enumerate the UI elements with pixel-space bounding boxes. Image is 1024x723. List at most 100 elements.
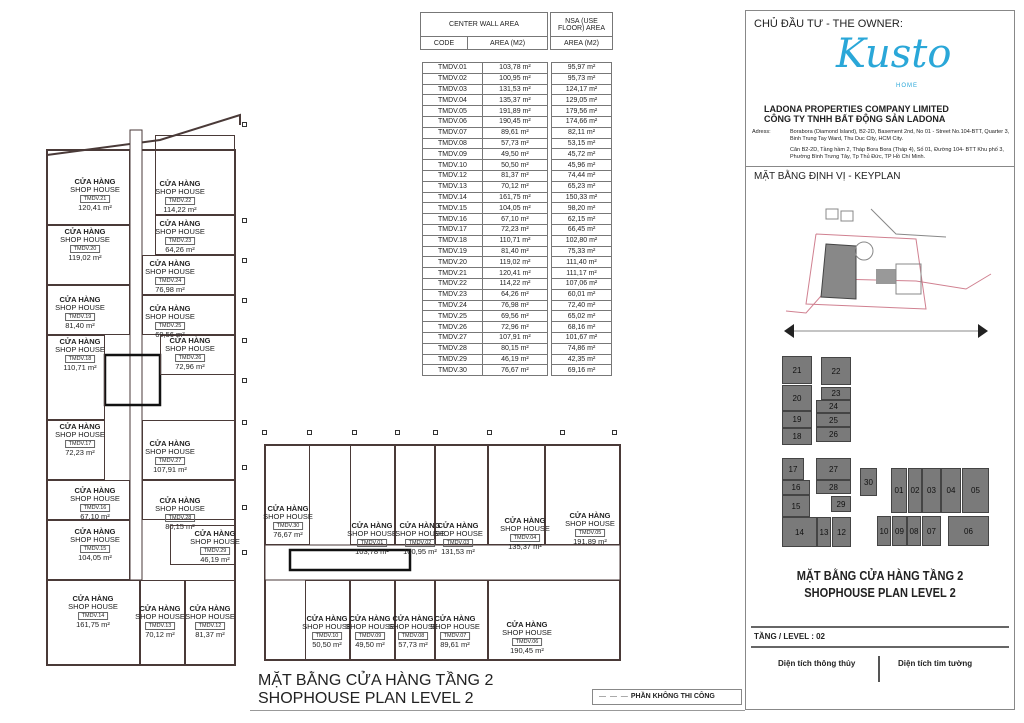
keyplan-unit: 01 bbox=[891, 468, 907, 513]
shop-unit[interactable] bbox=[170, 525, 235, 565]
unit-type-vn: CỬA HÀNG bbox=[392, 614, 434, 623]
keyplan-unit: 09 bbox=[892, 516, 907, 546]
nsa-table-header: NSA (USE FLOOR) AREA AREA (M2) bbox=[550, 12, 613, 50]
unit-area: 67,10 m² bbox=[80, 512, 110, 521]
shop-unit[interactable] bbox=[142, 420, 235, 480]
shop-unit[interactable] bbox=[305, 580, 350, 660]
unit-code: TMDV.08 bbox=[397, 632, 429, 640]
unit-nsa-area: 150,33 m² bbox=[551, 191, 612, 204]
keyplan-unit: 10 bbox=[877, 516, 891, 546]
shop-unit[interactable] bbox=[350, 580, 395, 660]
column-marker bbox=[262, 430, 267, 435]
unit-type-vn: CỬA HÀNG bbox=[64, 227, 106, 236]
shop-unit[interactable] bbox=[47, 520, 130, 580]
unit-nsa-area: 69,16 m² bbox=[551, 364, 612, 377]
unit-type-en: SHOP HOUSE bbox=[60, 235, 110, 244]
unit-type-en: SHOP HOUSE bbox=[565, 519, 615, 528]
unit-area: 81,37 m² bbox=[195, 630, 225, 639]
shop-unit[interactable] bbox=[435, 580, 488, 660]
unit-code: TMDV.21 bbox=[79, 195, 111, 203]
unit-area: 70,12 m² bbox=[481, 180, 549, 193]
shop-unit[interactable] bbox=[47, 480, 130, 520]
shop-unit[interactable] bbox=[350, 445, 395, 545]
shop-unit[interactable] bbox=[160, 335, 235, 375]
unit-type-vn: CỬA HÀNG bbox=[59, 295, 101, 304]
plan-walls bbox=[46, 113, 621, 666]
shop-unit[interactable] bbox=[155, 215, 235, 255]
unit-code: TMDV.28 bbox=[164, 514, 196, 522]
unit-area: 107,91 m² bbox=[153, 465, 187, 474]
divider bbox=[751, 646, 1009, 648]
keyplan-unit: 23 bbox=[821, 387, 851, 400]
unit-area: 76,67 m² bbox=[481, 364, 549, 377]
unit-code: TMDV.27 bbox=[154, 457, 186, 465]
column-marker bbox=[242, 378, 247, 383]
shop-unit[interactable] bbox=[488, 445, 545, 545]
unit-type-en: SHOP HOUSE bbox=[302, 622, 352, 631]
shop-unit[interactable] bbox=[488, 580, 620, 660]
dashed-line-icon: — — — bbox=[599, 693, 629, 700]
shop-unit[interactable] bbox=[142, 295, 235, 335]
shop-unit[interactable] bbox=[140, 580, 185, 665]
table-row: 65,23 m² bbox=[551, 180, 612, 193]
shop-unit[interactable] bbox=[395, 580, 435, 660]
unit-code: TMDV.06 bbox=[511, 638, 543, 646]
unit-area: 104,05 m² bbox=[481, 202, 549, 215]
legend-label: PHẦN KHÔNG THI CÔNG bbox=[630, 693, 715, 700]
unit-type-vn: CỬA HÀNG bbox=[437, 521, 479, 530]
unit-code: TMDV.16 bbox=[79, 504, 111, 512]
shop-unit[interactable] bbox=[395, 445, 435, 545]
unit-area: 131,53 m² bbox=[441, 547, 475, 556]
shop-unit[interactable] bbox=[185, 580, 235, 665]
column-marker bbox=[242, 298, 247, 303]
unit-code: TMDV.25 bbox=[154, 322, 186, 330]
unit-area: 161,75 m² bbox=[76, 620, 110, 629]
shop-unit[interactable] bbox=[265, 445, 310, 545]
keyplan-heading: MẶT BẰNG ĐỊNH VỊ - KEYPLAN bbox=[754, 171, 901, 182]
unit-code: TMDV.19 bbox=[64, 313, 96, 321]
table-row: 102,80 m² bbox=[551, 234, 612, 247]
unit-type-en: SHOP HOUSE bbox=[145, 312, 195, 321]
shop-unit[interactable] bbox=[47, 580, 140, 665]
site-keyplan bbox=[784, 208, 992, 338]
unit-type-vn: CỬA HÀNG bbox=[74, 486, 116, 495]
unit-nsa-area: 82,11 m² bbox=[551, 126, 612, 139]
unit-code: TMDV.09 bbox=[354, 632, 386, 640]
shop-unit[interactable] bbox=[47, 335, 105, 420]
unit-code: TMDV.03 bbox=[442, 539, 474, 547]
unit-code: TMDV.14 bbox=[77, 612, 109, 620]
table-row: 66,45 m² bbox=[551, 223, 612, 236]
unit-type-en: SHOP HOUSE bbox=[155, 504, 205, 513]
column-marker bbox=[242, 338, 247, 343]
shop-unit[interactable] bbox=[435, 445, 488, 545]
column-marker bbox=[242, 420, 247, 425]
table-row: 69,16 m² bbox=[551, 364, 612, 377]
shop-unit[interactable] bbox=[47, 150, 130, 225]
shop-unit[interactable] bbox=[47, 225, 130, 285]
shop-unit[interactable] bbox=[47, 285, 130, 335]
shop-unit[interactable] bbox=[47, 420, 105, 480]
shop-unit[interactable] bbox=[142, 480, 235, 520]
column-marker bbox=[242, 122, 247, 127]
shop-unit[interactable] bbox=[155, 135, 235, 215]
keyplan-unit: 15 bbox=[782, 495, 810, 517]
column-marker bbox=[307, 430, 312, 435]
unit-type-en: SHOP HOUSE bbox=[68, 602, 118, 611]
shop-unit[interactable] bbox=[142, 255, 235, 295]
unit-type-en: SHOP HOUSE bbox=[55, 345, 105, 354]
unit-type-en: SHOP HOUSE bbox=[70, 494, 120, 503]
shop-unit[interactable] bbox=[545, 445, 620, 545]
